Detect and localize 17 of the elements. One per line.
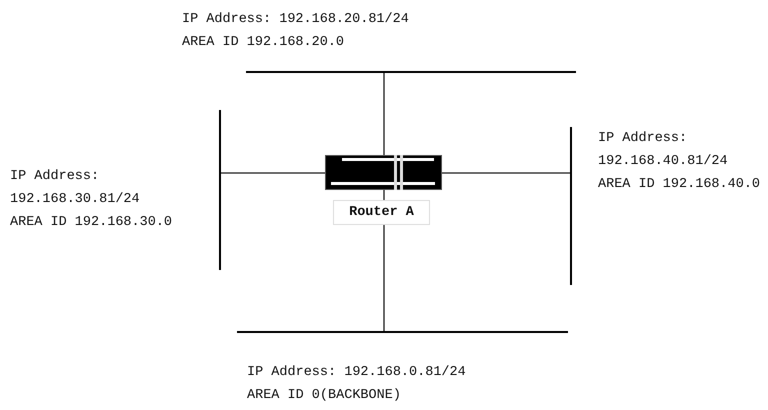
segment-address-text: AREA ID 192.168.20.0 <box>182 34 344 52</box>
network-segment-line <box>219 110 221 270</box>
network-segment-line <box>246 71 576 73</box>
segment-address-text: AREA ID 0(BACKBONE) <box>247 387 401 405</box>
network-segment-line <box>570 127 572 285</box>
segment-address-text: IP Address: 192.168.20.81/24 <box>182 11 409 29</box>
segment-address-text: IP Address: 192.168.30.81/24 <box>10 168 141 209</box>
segment-address-text: IP Address: 192.168.40.81/24 <box>598 130 729 171</box>
segment-address-text: AREA ID 192.168.40.0 <box>598 176 760 194</box>
connection-line <box>442 172 571 174</box>
segment-address-text: AREA ID 192.168.30.0 <box>10 214 172 232</box>
connection-line <box>383 72 385 155</box>
router-label: Router A <box>349 204 414 222</box>
segment-address-text: IP Address: 192.168.0.81/24 <box>247 364 466 382</box>
connection-line <box>220 172 325 174</box>
router-device <box>325 155 442 190</box>
network-segment-line <box>237 331 568 333</box>
